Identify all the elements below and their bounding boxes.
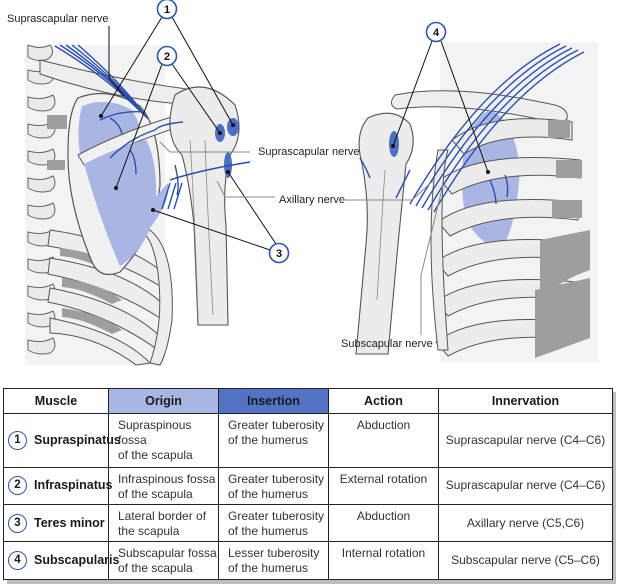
costal-cartilage	[535, 120, 590, 358]
muscle-cell: 1 Supraspinatus	[3, 413, 121, 468]
innervation-cell: Suprascapular nerve (C4–C6)	[438, 466, 613, 506]
marker-4: 4	[425, 21, 447, 43]
teres-minor-insertion	[224, 152, 232, 178]
rotator-cuff-illustration: Suprascapular nerve Suprascapular nerve …	[7, 0, 598, 366]
marker-1: 1	[156, 0, 178, 20]
marker-2: 2	[156, 45, 178, 67]
action-cell: Abduction	[328, 504, 439, 543]
muscle-table: Muscle Origin Insertion Action Innervati…	[3, 388, 613, 580]
insertion-line-2: of the humerus	[228, 561, 309, 576]
teres-minor-muscle	[146, 183, 169, 231]
innervation-cell: Subscapular nerve (C5–C6)	[438, 541, 613, 580]
rotator-cuff-table: Muscle Origin Insertion Action Innervati…	[3, 388, 613, 580]
humerus-right	[355, 112, 414, 355]
muscle-cell: 2 Infraspinatus	[3, 466, 113, 506]
origin-line-2: of the scapula	[118, 486, 193, 501]
subscapular-nerve-label: Subscapular nerve	[341, 338, 433, 350]
axillary-nerve-label: Axillary nerve	[279, 194, 345, 206]
posterior-view: Suprascapular nerve Suprascapular nerve …	[7, 13, 360, 366]
origin-line-1: Subscapular fossa	[118, 546, 217, 561]
marker-3: 3	[268, 242, 290, 264]
number-badge: 4	[8, 551, 27, 571]
header-origin: Origin	[108, 388, 219, 414]
insertion-line-2: of the humerus	[228, 486, 309, 501]
table-header-row: Muscle Origin Insertion Action Innervati…	[3, 388, 613, 414]
insertion-line-2: of the humerus	[228, 524, 309, 539]
origin-line-2: the scapula	[118, 524, 180, 539]
svg-text:1: 1	[164, 4, 170, 16]
insertion-line-1: Greater tuberosity	[228, 509, 325, 524]
origin-line-1: Lateral border of	[118, 509, 207, 524]
header-muscle: Muscle	[3, 388, 109, 414]
innervation-cell: Axillary nerve (C5,C6)	[438, 504, 613, 543]
muscle-cell: 3 Teres minor	[3, 504, 109, 543]
number-badge: 1	[8, 430, 27, 450]
anterior-leader-lines	[342, 40, 489, 335]
humerus-left	[169, 86, 240, 326]
suprascapular-nerve-label-top: Suprascapular nerve	[7, 13, 109, 25]
nerves-posterior	[54, 44, 251, 210]
anterior-anchor-dots	[391, 144, 490, 174]
muscle-name: Subscapularis	[34, 553, 120, 568]
number-badge: 3	[8, 513, 27, 533]
innervation-cell: Suprascapular nerve (C4–C6)	[438, 413, 613, 468]
action-cell: Internal rotation	[328, 541, 439, 580]
muscle-name: Teres minor	[34, 515, 105, 530]
muscle-name: Infraspinatus	[34, 478, 113, 493]
number-badge: 2	[8, 476, 27, 496]
muscle-name: Supraspinatus	[34, 432, 121, 447]
infraspinatus-muscle	[84, 140, 157, 266]
vertebral-column	[27, 44, 56, 355]
insertion-line-1: Greater tuberosity	[228, 418, 325, 432]
anterior-view: Subscapular nerve	[341, 40, 598, 362]
action-cell: Abduction	[328, 413, 439, 468]
origin-line-2: of the scapula	[118, 561, 193, 576]
nerves-anterior	[359, 43, 585, 213]
supraspinatus-muscle	[78, 101, 141, 154]
action-cell: External rotation	[328, 466, 439, 506]
posterior-leader-lines	[100, 16, 277, 251]
posterior-anchor-dots	[99, 114, 235, 212]
insertion-line-1: Greater tuberosity	[228, 471, 325, 486]
origin-line-1: Supraspinous fossa	[118, 418, 192, 447]
svg-text:2: 2	[164, 51, 170, 63]
origin-line-2: of the scapula	[118, 448, 193, 462]
insertion-line-2: of the humerus	[228, 433, 309, 447]
svg-text:4: 4	[433, 27, 440, 39]
header-insertion: Insertion	[218, 388, 329, 414]
header-innervation: Innervation	[438, 388, 613, 414]
suprascapular-nerve-label-mid: Suprascapular nerve	[258, 146, 360, 158]
svg-text:3: 3	[276, 248, 282, 260]
muscle-cell: 4 Subscapularis	[3, 541, 119, 580]
origin-line-1: Infraspinous fossa	[118, 471, 216, 486]
insertion-line-1: Lesser tuberosity	[228, 546, 320, 561]
header-action: Action	[328, 388, 439, 414]
